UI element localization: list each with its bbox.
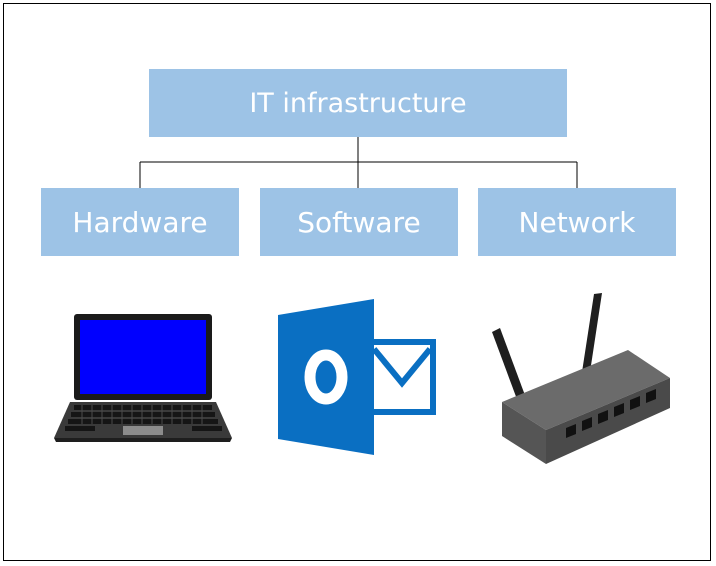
root-node: IT infrastructure [149, 69, 567, 137]
laptop-icon [54, 314, 232, 442]
hardware-node-label: Hardware [72, 205, 208, 239]
outlook-icon [278, 299, 436, 455]
root-node-label: IT infrastructure [249, 87, 467, 119]
software-node-label: Software [297, 205, 421, 239]
network-node: Network [478, 188, 676, 256]
router-icon [492, 293, 670, 464]
hardware-node: Hardware [41, 188, 239, 256]
software-node: Software [260, 188, 458, 256]
network-node-label: Network [518, 205, 636, 239]
